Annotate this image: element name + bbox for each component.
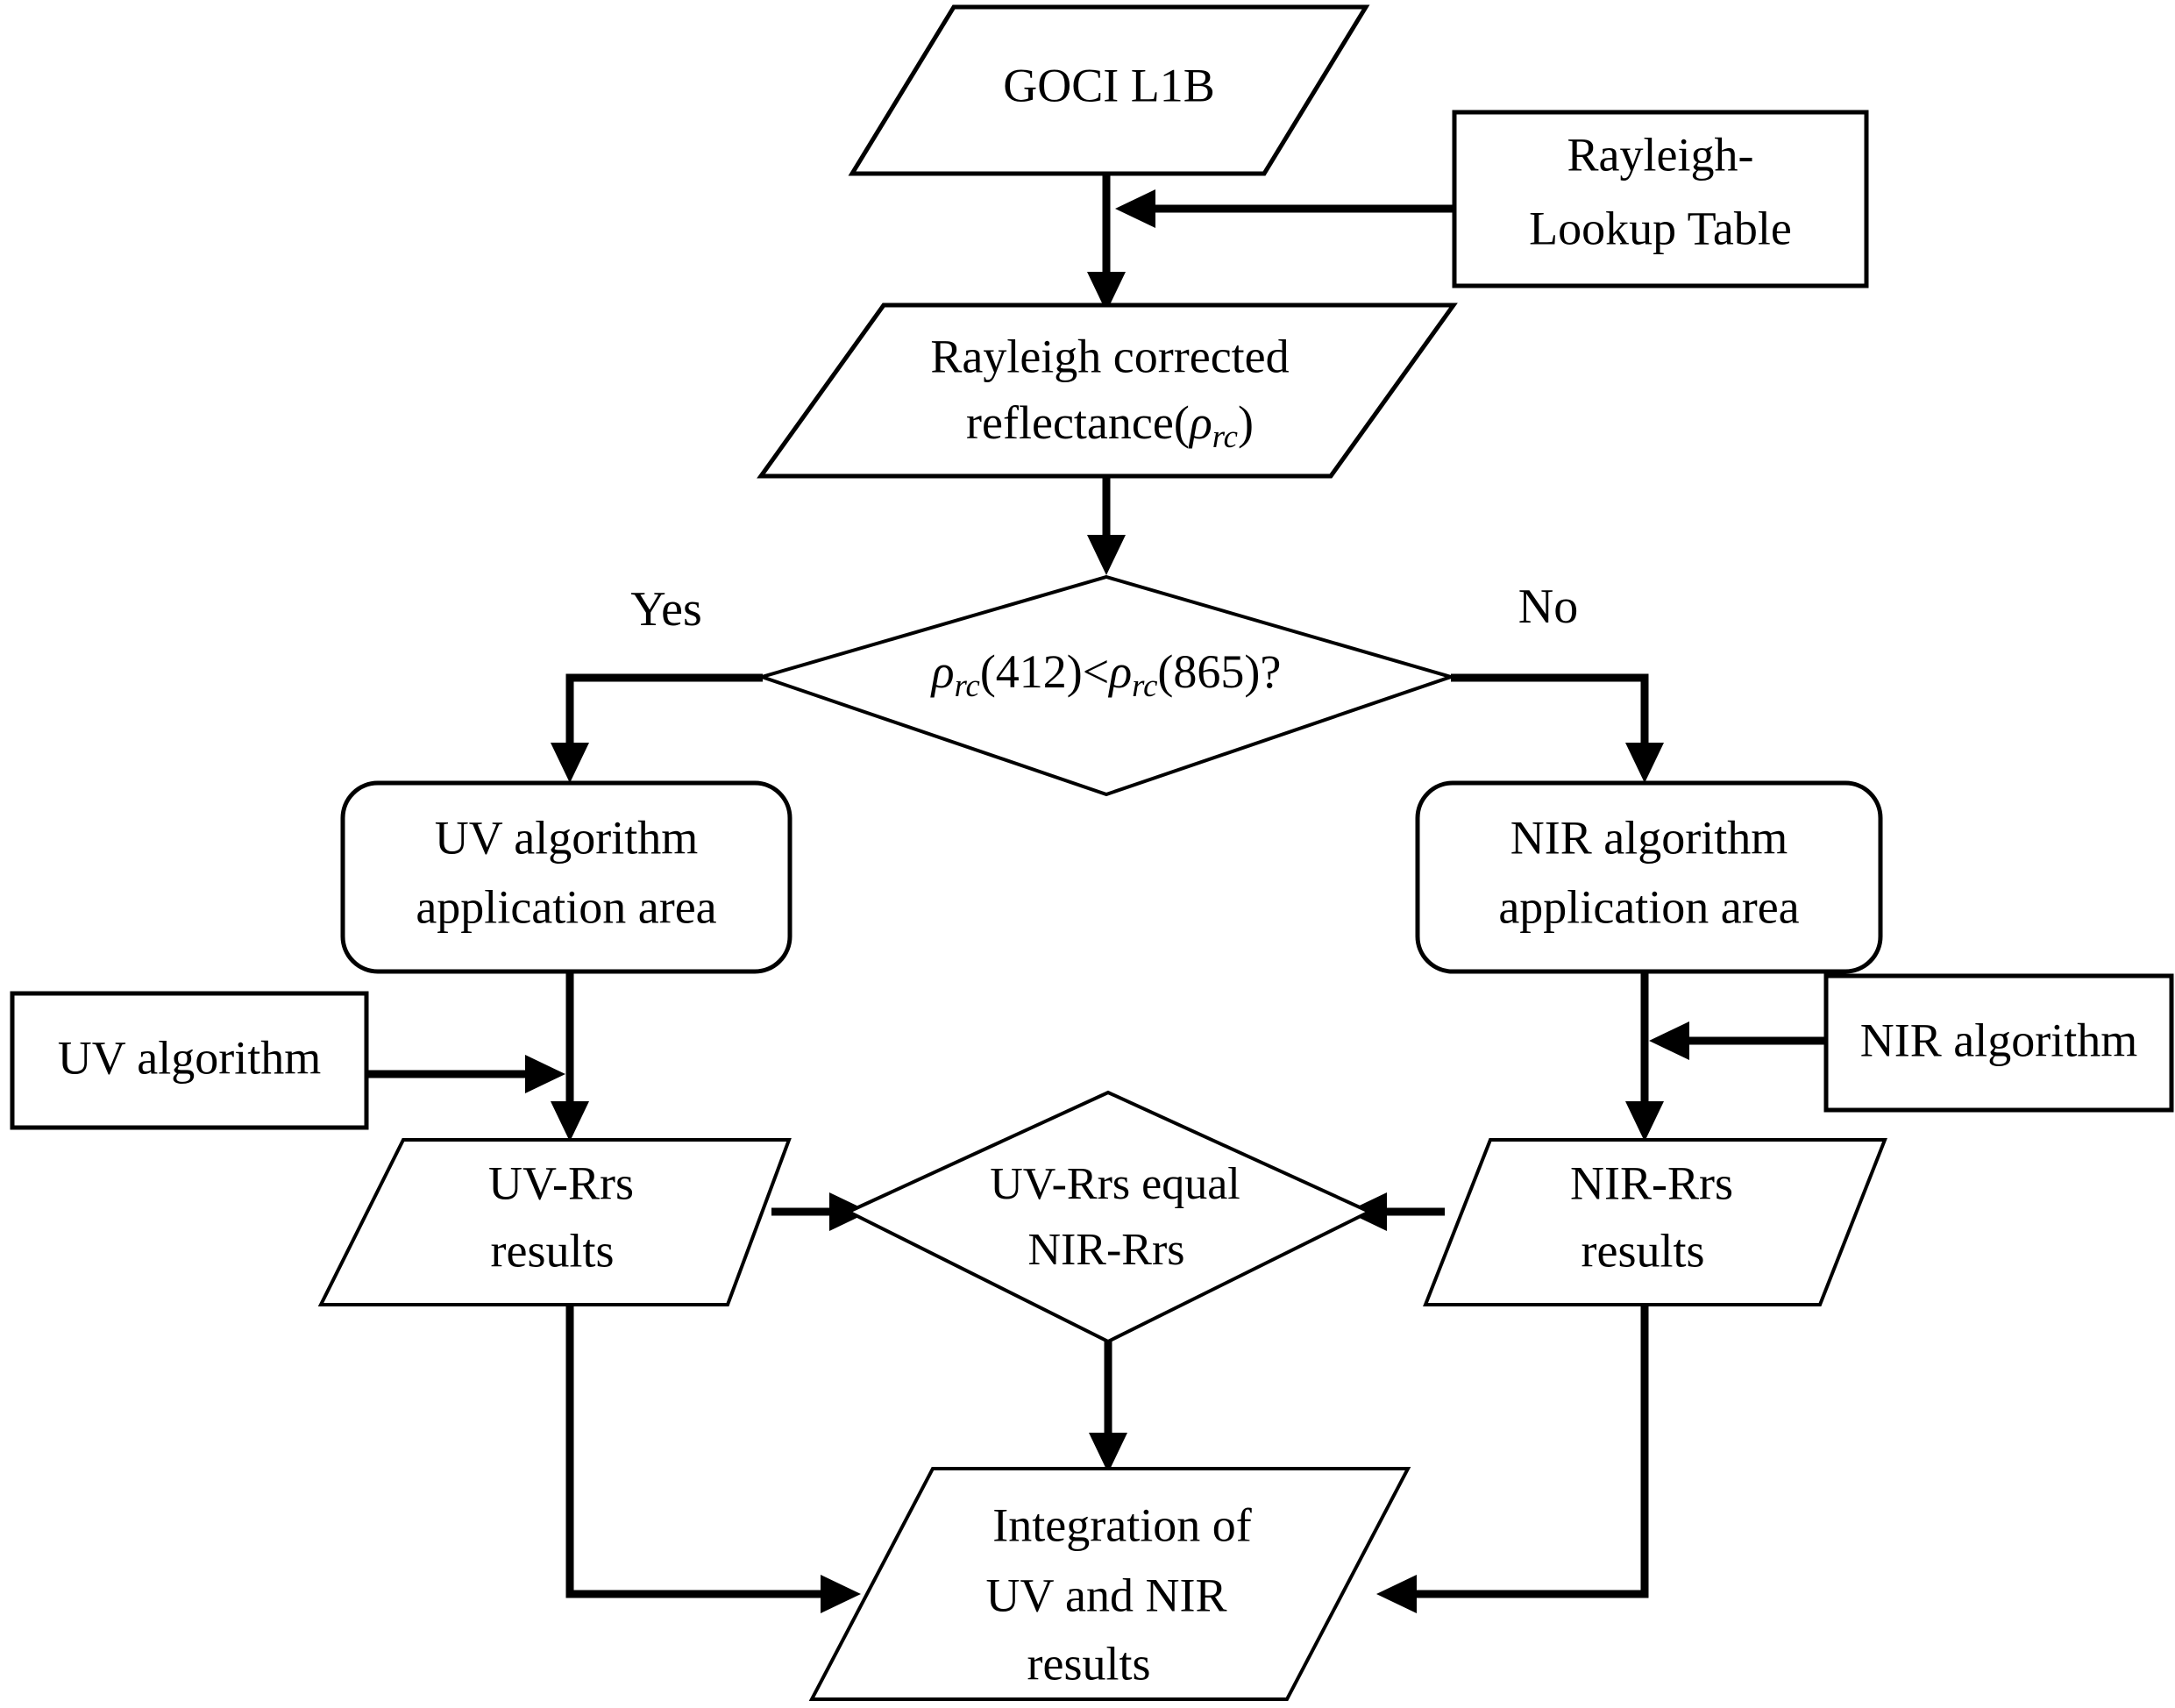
node-nir-rrs-results[interactable]: NIR-Rrs results	[1423, 1138, 1887, 1306]
arrowhead-uv-rrs-to-integration	[821, 1575, 861, 1613]
arrowhead-decision-no-to-nir-area	[1625, 743, 1664, 783]
node-rayleigh-lookup-table[interactable]: Rayleigh- Lookup Table	[1452, 110, 1869, 288]
decision-rho-label: ρrc(412)<ρrc(865)?	[930, 645, 1282, 703]
decision-rho-symbol-1: ρ	[930, 645, 955, 698]
decision-rho-sub-2: rc	[1132, 667, 1157, 703]
rayleigh-corrected-line2-suffix: )	[1238, 396, 1254, 449]
nir-rrs-results-line1: NIR-Rrs	[1570, 1156, 1733, 1209]
decision-rho-shape	[756, 574, 1457, 797]
edge-decision-yes-to-uv-area	[565, 673, 763, 756]
rayleigh-lookup-table-line1: Rayleigh-	[1567, 128, 1754, 181]
edge-decision-no-to-nir-area	[1451, 673, 1649, 756]
rayleigh-lookup-table-shape	[1452, 110, 1869, 288]
arrowhead-nir-area-to-nir-rrs	[1625, 1101, 1664, 1142]
node-uv-application-area[interactable]: UV algorithm application area	[340, 780, 793, 974]
decision-rho-operator: <	[1083, 645, 1109, 698]
equal-decision-line2: NIR-Rrs	[1027, 1225, 1184, 1275]
node-nir-application-area[interactable]: NIR algorithm application area	[1415, 780, 1883, 974]
rayleigh-corrected-line1: Rayleigh corrected	[930, 330, 1289, 382]
edge-uv-rrs-to-integration	[565, 1306, 833, 1598]
uv-rrs-results-shape	[317, 1138, 792, 1306]
branch-label-yes: Yes	[630, 582, 701, 637]
integration-line3: results	[1027, 1637, 1151, 1690]
arrowhead-goci-to-rayleigh-corrected	[1087, 272, 1126, 312]
nir-rrs-results-shape	[1423, 1138, 1887, 1306]
arrowhead-uv-algorithm-to-stem	[525, 1055, 565, 1093]
rho-symbol: ρ	[1188, 396, 1212, 449]
integration-shape	[808, 1467, 1411, 1701]
arrowhead-nir-algorithm-to-stem	[1649, 1021, 1689, 1060]
node-uv-rrs-results[interactable]: UV-Rrs results	[317, 1138, 792, 1306]
connectors-layer	[368, 175, 1826, 1613]
uv-application-area-line1: UV algorithm	[435, 811, 698, 864]
uv-rrs-results-line2: results	[491, 1224, 615, 1277]
goci-l1b-label: GOCI L1B	[1003, 59, 1215, 111]
node-nir-algorithm[interactable]: NIR algorithm	[1823, 973, 2174, 1113]
node-equal-decision[interactable]: UV-Rrs equal NIR-Rrs	[844, 1090, 1374, 1344]
arrowhead-nir-rrs-to-integration	[1376, 1575, 1417, 1613]
nir-algorithm-shape	[1823, 973, 2174, 1113]
decision-rho-sub-1: rc	[955, 667, 980, 703]
nir-algorithm-label: NIR algorithm	[1860, 1014, 2137, 1066]
decision-rho-symbol-2: ρ	[1107, 645, 1132, 698]
rayleigh-corrected-line2: reflectance(ρrc)	[966, 396, 1254, 454]
equal-decision-shape	[844, 1090, 1374, 1344]
arrowhead-lut-to-stem	[1115, 189, 1155, 228]
arrowhead-rayleigh-corrected-to-decision	[1087, 535, 1126, 575]
nir-application-area-shape	[1415, 780, 1883, 974]
rayleigh-lookup-table-line2: Lookup Table	[1529, 202, 1792, 254]
branch-label-no: No	[1518, 580, 1578, 634]
uv-application-area-shape	[340, 780, 793, 974]
goci-l1b-shape	[848, 4, 1370, 176]
node-decision-rho-comparison[interactable]: ρrc(412)<ρrc(865)?	[756, 574, 1457, 797]
arrowhead-equal-decision-to-integration	[1089, 1433, 1127, 1473]
arrowhead-decision-yes-to-uv-area	[551, 743, 589, 783]
arrowhead-uv-area-to-uv-rrs	[551, 1101, 589, 1142]
rho-subscript: rc	[1212, 418, 1238, 454]
equal-decision-line1: UV-Rrs equal	[990, 1159, 1240, 1209]
node-rayleigh-corrected-reflectance[interactable]: Rayleigh corrected reflectance(ρrc)	[757, 302, 1458, 479]
uv-algorithm-shape	[10, 991, 369, 1130]
decision-rho-arg-2: (865)?	[1157, 645, 1281, 698]
edge-nir-rrs-to-integration	[1404, 1306, 1649, 1598]
integration-line1: Integration of	[992, 1498, 1251, 1551]
uv-application-area-line2: application area	[416, 880, 716, 933]
node-integration[interactable]: Integration of UV and NIR results	[808, 1467, 1411, 1701]
decision-rho-arg-1: (412)	[980, 645, 1083, 698]
nir-application-area-line1: NIR algorithm	[1510, 811, 1788, 864]
uv-algorithm-label: UV algorithm	[58, 1031, 321, 1084]
rayleigh-corrected-line2-prefix: reflectance(	[966, 396, 1190, 449]
integration-line2: UV and NIR	[986, 1569, 1227, 1621]
nir-application-area-line2: application area	[1498, 880, 1799, 933]
rayleigh-corrected-shape	[757, 302, 1458, 479]
nir-rrs-results-line2: results	[1581, 1224, 1705, 1277]
uv-rrs-results-line1: UV-Rrs	[488, 1156, 634, 1209]
node-uv-algorithm[interactable]: UV algorithm	[10, 991, 369, 1130]
node-goci-l1b[interactable]: GOCI L1B	[848, 4, 1370, 176]
